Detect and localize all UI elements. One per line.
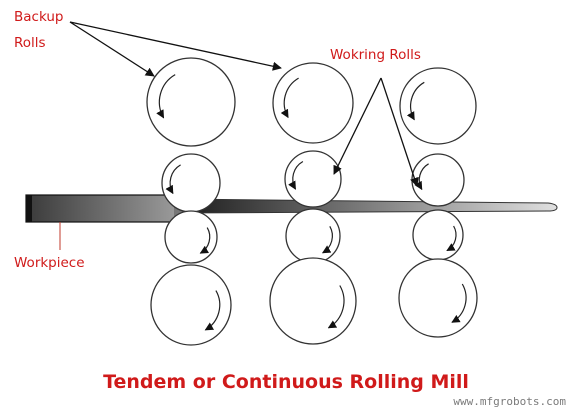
bottom-backup-roll (398, 258, 478, 338)
bottom-backup-roll-rotation-arrow (451, 283, 467, 323)
workpiece-thin-section (177, 198, 558, 214)
roll-stand-1 (146, 57, 236, 346)
backup-rolls-label-line2: Rolls (14, 35, 46, 51)
top-work-roll-rotation-arrow (165, 164, 181, 195)
backup-arrow-1 (69, 21, 155, 77)
top-backup-roll-rotation-arrow (280, 77, 299, 119)
roll-stands (146, 57, 478, 346)
roll-stand-2 (269, 62, 357, 345)
bottom-work-roll-rotation-arrow (321, 226, 333, 254)
top-backup-roll-rotation-arrow (406, 81, 425, 121)
top-work-roll-rotation-arrow (414, 163, 429, 191)
workpiece-end-cap (26, 195, 32, 222)
working-arrow-1 (333, 77, 382, 175)
bottom-backup-roll-rotation-arrow (204, 290, 221, 331)
workpiece-label: Workpiece (14, 255, 85, 271)
bottom-work-roll-rotation-arrow (446, 225, 457, 252)
roll-stand-3 (398, 67, 478, 338)
workpiece (25, 194, 558, 223)
working-arrow-2 (380, 77, 419, 187)
leader-arrows (59, 21, 419, 250)
top-backup-roll (399, 67, 477, 145)
bottom-backup-roll-rotation-arrow (327, 285, 345, 329)
bottom-backup-roll (269, 257, 357, 345)
workpiece-thick-section (25, 194, 177, 223)
top-work-roll (161, 153, 221, 213)
bottom-backup-roll (150, 264, 232, 346)
top-work-roll-rotation-arrow (288, 160, 304, 190)
watermark: www.mfgrobots.com (453, 395, 566, 408)
top-work-roll (284, 150, 342, 208)
backup-arrow-2 (69, 21, 282, 71)
working-rolls-label: Wokring Rolls (330, 47, 421, 63)
bottom-work-roll-rotation-arrow (199, 227, 211, 254)
top-backup-roll (272, 62, 354, 144)
top-backup-roll-rotation-arrow (156, 74, 176, 119)
top-backup-roll (146, 57, 236, 147)
diagram-title: Tendem or Continuous Rolling Mill (103, 371, 469, 393)
backup-rolls-label-line1: Backup (14, 9, 64, 25)
